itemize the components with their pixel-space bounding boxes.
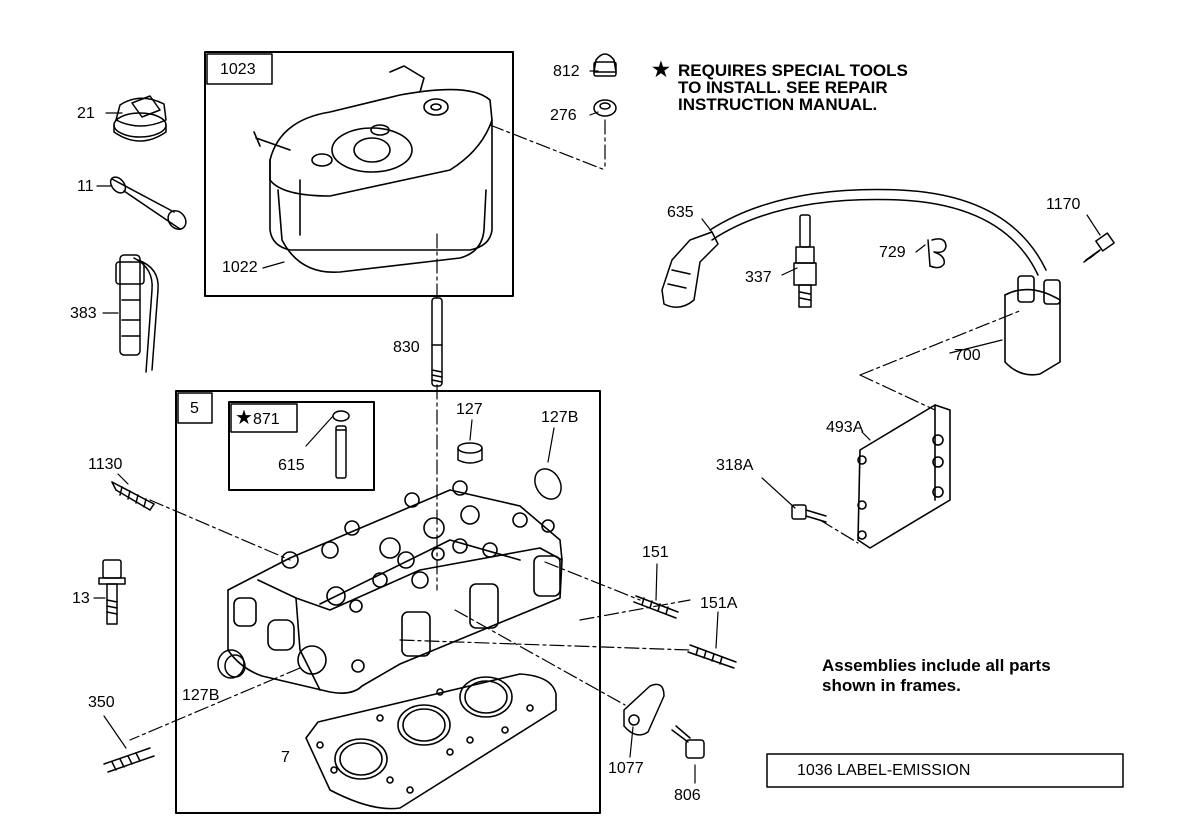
bracket-1077-part [623, 683, 665, 736]
label-13: 13 [72, 590, 90, 607]
label-127b-top: 127B [541, 409, 579, 426]
bolt-806-part [671, 725, 705, 759]
label-350: 350 [88, 694, 115, 711]
stud-1130-part [111, 481, 155, 511]
cover-assembly-frame [204, 51, 514, 297]
star-icon: ★ [235, 407, 253, 429]
clip-part [927, 238, 947, 269]
stud-350-part [103, 747, 155, 773]
label-318a: 318A [716, 457, 754, 474]
stud-part [431, 297, 443, 387]
label-729: 729 [879, 244, 906, 261]
special-frame-tag: ★871 [235, 408, 280, 429]
guide-pin-part [332, 410, 350, 479]
label-11: 11 [77, 178, 94, 195]
screw-part [1083, 232, 1115, 263]
special-tool-frame [228, 401, 375, 491]
cap-nut-part [593, 53, 617, 77]
cylinder-head-part [227, 480, 563, 694]
label-812: 812 [553, 63, 580, 80]
plug-127b-top-part [534, 468, 562, 500]
label-806: 806 [674, 787, 701, 804]
tube-part [109, 176, 187, 230]
head-assembly-frame [175, 390, 601, 814]
oil-cap-part [113, 95, 167, 142]
label-700: 700 [954, 347, 981, 364]
stud-151-part [633, 595, 679, 619]
label-635: 635 [667, 204, 694, 221]
head-gasket-part [305, 673, 557, 810]
bracket-part [857, 404, 951, 549]
cover-frame-tag: 1023 [220, 61, 256, 78]
assemblies-note: Assemblies include all parts shown in fr… [822, 656, 1051, 696]
label-1022: 1022 [222, 259, 258, 276]
label-830: 830 [393, 339, 420, 356]
screw-318a-part [791, 504, 827, 523]
label-493a: 493A [826, 419, 864, 436]
special-frame-number: 871 [252, 411, 280, 428]
label-1130: 1130 [88, 456, 123, 473]
label-127b-bottom: 127B [182, 687, 220, 704]
label-276: 276 [550, 107, 577, 124]
star-icon: ★ [652, 59, 670, 81]
label-151a: 151A [700, 595, 738, 612]
label-615: 615 [278, 457, 305, 474]
ignition-coil-part [1004, 275, 1061, 376]
label-21: 21 [77, 105, 95, 122]
label-1170: 1170 [1046, 196, 1081, 213]
bolt-13-part [98, 559, 126, 625]
label-7: 7 [281, 749, 290, 766]
label-1077: 1077 [608, 760, 644, 777]
note-line-2: TO INSTALL. SEE REPAIR [678, 78, 888, 97]
note-line-3: INSTRUCTION MANUAL. [678, 95, 878, 114]
plug-127-part [457, 442, 483, 464]
ignition-lead-part [661, 188, 1047, 308]
sensor-part [115, 254, 159, 373]
assemblies-note-line-1: Assemblies include all parts [822, 656, 1051, 675]
spark-plug-part [793, 214, 817, 308]
label-337: 337 [745, 269, 772, 286]
label-151: 151 [642, 544, 669, 561]
stud-151a-part [687, 644, 737, 669]
label-383: 383 [70, 305, 97, 322]
washer-part [593, 99, 617, 117]
plug-127b-bottom-part [217, 649, 246, 679]
emission-label-box [766, 753, 1124, 788]
valve-cover-part [253, 65, 493, 273]
assemblies-note-line-2: shown in frames. [822, 676, 961, 695]
emission-label-text: 1036 LABEL-EMISSION [797, 762, 971, 779]
label-127: 127 [456, 401, 483, 418]
special-tools-note: ★ REQUIRES SPECIAL TOOLS TO INSTALL. SEE… [652, 59, 908, 114]
head-frame-tag: 5 [190, 400, 199, 417]
note-line-1: REQUIRES SPECIAL TOOLS [678, 61, 908, 80]
